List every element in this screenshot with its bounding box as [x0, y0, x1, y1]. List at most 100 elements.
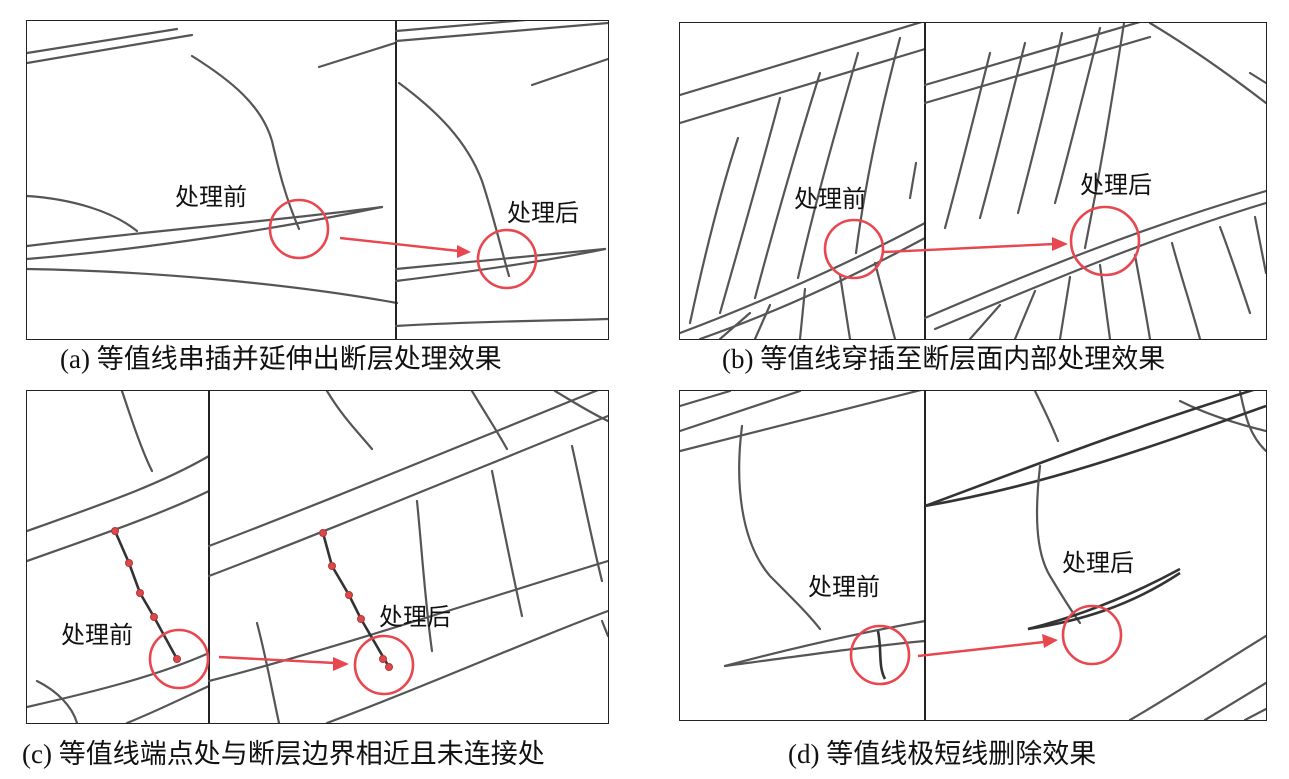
- arrow-line: [218, 655, 336, 665]
- highlight-circle-before: [849, 624, 911, 686]
- fault-line: [933, 201, 1266, 331]
- vertex-point: [125, 559, 133, 567]
- label-after: 处理后: [1080, 171, 1152, 199]
- contour-line: [1238, 391, 1266, 453]
- contour-line: [394, 21, 608, 43]
- contour-line: [753, 71, 822, 300]
- label-after: 处理后: [379, 603, 451, 631]
- contour-line: [325, 391, 374, 451]
- highlight-circle-before: [823, 218, 885, 280]
- contour-line: [1098, 263, 1112, 339]
- panel-a: 处理前 处理后: [26, 20, 609, 340]
- fault-line: [325, 609, 608, 723]
- contour-line: [317, 41, 397, 69]
- contour-line: [394, 21, 527, 33]
- panel-a-map: [27, 21, 608, 339]
- vertex-point: [111, 527, 119, 535]
- short-contour-line: [876, 630, 887, 680]
- contour-line: [943, 51, 992, 230]
- vertex-point: [379, 655, 387, 663]
- fault-line: [394, 247, 607, 271]
- contour-line: [1058, 275, 1072, 339]
- contour-line: [1170, 241, 1202, 339]
- vertex-point: [136, 589, 144, 597]
- contour-line: [680, 391, 922, 453]
- contour-line: [470, 391, 509, 451]
- contour-line: [838, 273, 852, 339]
- arrow-head-icon: [457, 245, 471, 258]
- label-before: 处理前: [794, 185, 866, 213]
- arrow-head-icon: [1042, 634, 1058, 648]
- label-after: 处理后: [507, 199, 579, 227]
- contour-line: [27, 27, 179, 55]
- fault-line: [723, 619, 927, 668]
- contour-line: [1178, 399, 1266, 433]
- contour-line: [680, 391, 732, 408]
- contour-line: [738, 424, 822, 631]
- contour-line: [27, 267, 399, 305]
- fault-line: [680, 221, 927, 335]
- highlight-circle-after: [1061, 604, 1123, 666]
- vertex-point: [345, 591, 353, 599]
- contour-line: [120, 391, 154, 473]
- contour-line: [1148, 23, 1266, 105]
- contour-line: [394, 317, 608, 328]
- contour-line: [968, 303, 1002, 339]
- contour-line: [490, 469, 524, 618]
- fault-line: [27, 205, 384, 248]
- contour-line: [1033, 391, 1060, 443]
- panel-c-map: [27, 391, 608, 723]
- contour-line: [1035, 464, 1082, 625]
- contour-line: [190, 54, 301, 231]
- label-before: 处理前: [175, 183, 247, 211]
- highlight-circle-before: [148, 628, 210, 690]
- vertex-point: [173, 655, 181, 663]
- arrow-head-icon: [1052, 237, 1068, 251]
- panel-c: 处理前 处理后: [26, 390, 609, 724]
- contour-line: [753, 303, 772, 339]
- arrow-line: [339, 236, 460, 253]
- contour-line: [397, 81, 511, 278]
- fault-line: [27, 205, 384, 261]
- fault-line: [1027, 567, 1181, 631]
- contour-line: [1133, 253, 1152, 339]
- contour-line: [207, 414, 608, 578]
- contour-line: [415, 499, 434, 653]
- fault-line: [924, 391, 1255, 508]
- contour-line: [27, 33, 194, 65]
- vertex-point: [385, 663, 393, 671]
- contour-line: [796, 51, 860, 280]
- panel-b-map: [680, 23, 1266, 339]
- highlight-circle-after: [353, 634, 415, 696]
- panel-b: 处理前 处理后: [679, 22, 1267, 340]
- highlight-circle-after: [1069, 205, 1141, 277]
- contour-line: [35, 679, 79, 723]
- vertex-point: [357, 615, 365, 623]
- contour-line: [908, 161, 918, 200]
- label-after: 处理后: [1062, 549, 1134, 577]
- contour-line: [798, 287, 807, 339]
- fault-line: [723, 639, 927, 668]
- arrow-line: [917, 640, 1045, 658]
- contour-line: [1053, 26, 1102, 205]
- contour-line: [680, 47, 927, 125]
- panel-d: 处理前 处理后: [679, 390, 1267, 721]
- label-before: 处理前: [808, 573, 880, 601]
- contour-line: [27, 454, 211, 533]
- vertex-point: [328, 562, 336, 570]
- contour-line: [530, 57, 608, 87]
- highlight-circle-before: [268, 198, 330, 260]
- contour-line: [27, 489, 211, 563]
- contour-line: [1248, 71, 1266, 85]
- contour-line: [255, 621, 281, 723]
- caption-c: (c) 等值线端点处与断层边界相近且未连接处: [22, 739, 545, 769]
- arrow-line: [883, 242, 1055, 254]
- fault-line: [125, 684, 211, 723]
- arrow-head-icon: [333, 657, 349, 671]
- contour-line: [207, 391, 599, 548]
- contour-line: [718, 96, 782, 315]
- contour-line: [1128, 634, 1266, 720]
- contour-line: [570, 444, 604, 583]
- contour-line: [1218, 225, 1252, 315]
- contour-line: [1016, 31, 1064, 215]
